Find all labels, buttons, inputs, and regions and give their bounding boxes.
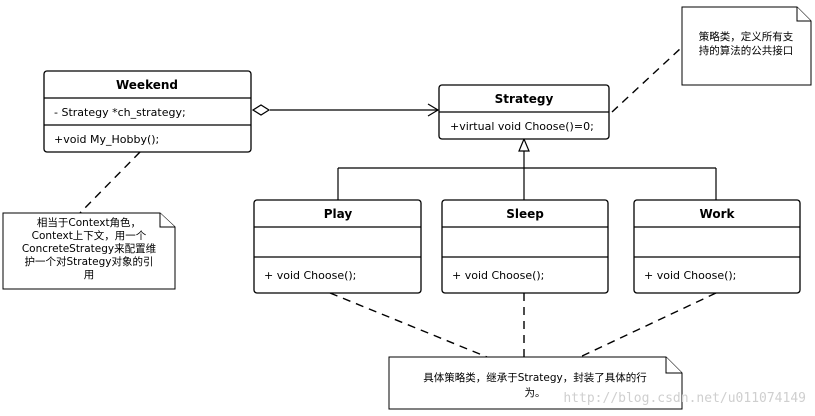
concrete-note-fold (665, 357, 682, 374)
strategy-note-line-2: 持的算法的公共接口 (699, 44, 794, 57)
aggregation-diamond (251, 104, 271, 116)
strategy-class[interactable]: Strategy +virtual void Choose()=0; (438, 84, 610, 140)
strategy-note-body (681, 6, 812, 86)
sleep-class-name: Sleep (506, 207, 544, 221)
work-class-name: Work (700, 207, 736, 221)
context-note-line-1: 相当于Context角色， (37, 216, 141, 229)
weekend-class-box (43, 70, 252, 153)
strategy-note-connector (611, 47, 682, 113)
sleep-class[interactable]: Sleep + void Choose(); (441, 199, 609, 294)
strategy-note-line-1: 策略类，定义所有支 (699, 30, 794, 43)
work-note-connector (579, 292, 717, 358)
work-class-box (633, 199, 801, 294)
sleep-method: + void Choose(); (452, 269, 544, 282)
context-note-line-3: ConcreteStrategy来配置维 (22, 242, 157, 255)
context-note-fold (159, 213, 175, 228)
strategy-note-fold (796, 7, 811, 22)
concrete-note-line-1: 具体策略类，继承于Strategy，封装了具体的行 (423, 371, 647, 384)
work-class[interactable]: Work + void Choose(); (633, 199, 801, 294)
play-note-connector (329, 292, 488, 358)
concrete-note-line-2: 为。 (525, 387, 546, 399)
play-class-name: Play (324, 207, 353, 221)
weekend-method: +void My_Hobby(); (54, 133, 159, 146)
concrete-note-body (388, 356, 683, 410)
work-method: + void Choose(); (644, 269, 736, 282)
context-note[interactable]: 相当于Context角色， Context上下文，用一个 ConcreteStr… (2, 212, 176, 290)
watermark-text: http://blog.csdn.net/u011074149 (563, 391, 806, 406)
strategy-note[interactable]: 策略类，定义所有支 持的算法的公共接口 (681, 6, 812, 86)
context-note-connector (79, 151, 141, 214)
concrete-note[interactable]: 具体策略类，继承于Strategy，封装了具体的行 为。 (388, 356, 683, 410)
weekend-attribute: - Strategy *ch_strategy; (54, 106, 186, 119)
strategy-method: +virtual void Choose()=0; (450, 120, 594, 133)
play-method: + void Choose(); (264, 269, 356, 282)
context-note-line-4: 护一个对Strategy对象的引 (25, 255, 154, 268)
aggregation-arrowhead (427, 103, 440, 117)
context-note-line-5: 用 (84, 269, 95, 281)
context-note-line-2: Context上下文，用一个 (32, 229, 147, 242)
sleep-class-box (441, 199, 609, 294)
context-note-body (2, 212, 176, 290)
weekend-class[interactable]: Weekend - Strategy *ch_strategy; +void M… (43, 70, 252, 153)
weekend-class-name: Weekend (116, 78, 178, 92)
play-class-box (253, 199, 422, 294)
inheritance-arrowhead (518, 137, 530, 152)
play-class[interactable]: Play + void Choose(); (253, 199, 422, 294)
strategy-class-name: Strategy (495, 92, 554, 106)
